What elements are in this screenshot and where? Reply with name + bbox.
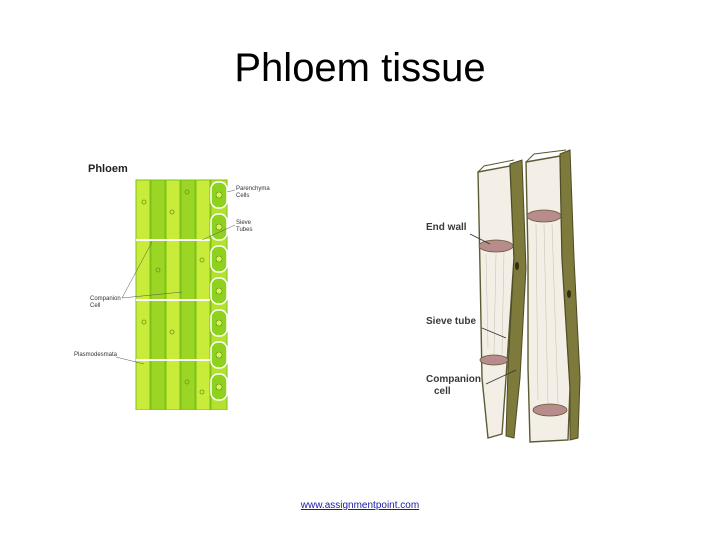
label-companion-line1: Companion (90, 296, 121, 302)
slide-title: Phloem tissue (234, 46, 486, 90)
label-sieve-tube: Sieve tube (426, 316, 476, 327)
label-sieve-line2: Tubes (236, 227, 252, 233)
cytoplasm-strands (485, 223, 559, 405)
sieve-plates (478, 209, 568, 417)
tube-nuclei (141, 189, 205, 395)
pointer-line (481, 327, 507, 339)
pointer-line (469, 233, 491, 245)
phloem-heading: Phloem (88, 163, 128, 175)
label-sieve-line1: Sieve (236, 220, 252, 226)
pointer-line (115, 356, 145, 365)
phloem-section-diagram: Phloem (74, 152, 300, 411)
sieve-plates (136, 239, 210, 361)
sieve-tube-column (165, 179, 181, 411)
label-parenchyma-line1: Parenchyma (236, 186, 270, 192)
pointer-line (121, 241, 153, 299)
label-parenchyma-line2: Cells (236, 193, 249, 199)
label-companion-line1: Companion (426, 374, 481, 385)
label-plasmodesmata: Plasmodesmata (74, 352, 118, 358)
sieve-tube-diagram: End wall Sieve tube Companion cell (410, 138, 618, 448)
sieve-tube-svg: End wall Sieve tube Companion cell (426, 149, 581, 443)
companion-nuclei (515, 262, 571, 298)
pointer-line (201, 224, 236, 241)
parenchyma-cells (210, 181, 228, 401)
sieve-tube-column (195, 179, 211, 411)
pointer-line (121, 291, 183, 299)
pointer-line (226, 189, 236, 193)
companion-cell (505, 159, 527, 439)
source-link[interactable]: www.assignmentpoint.com (300, 500, 420, 511)
phloem-section-svg: Phloem (74, 163, 270, 411)
sieve-tube-column (135, 179, 151, 411)
label-companion-line2: Cell (90, 303, 100, 309)
sieve-tube-column (180, 179, 196, 411)
label-end-wall: End wall (426, 222, 467, 233)
top-edges (477, 149, 567, 173)
sieve-tube-columns (135, 179, 211, 411)
label-companion-line2: cell (434, 386, 451, 397)
pointer-line (485, 369, 517, 385)
